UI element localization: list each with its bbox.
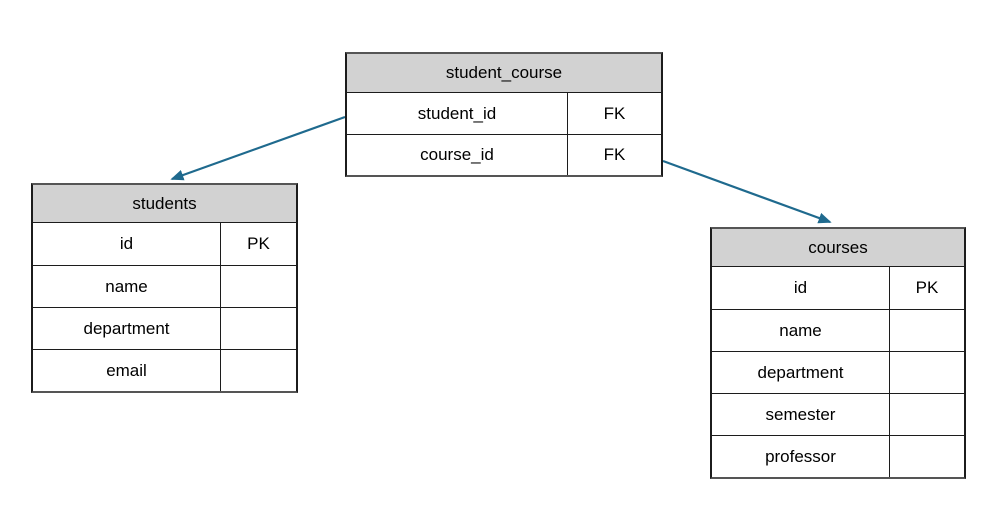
field-name-cell: email <box>33 350 221 391</box>
key-type-cell <box>221 350 296 391</box>
key-type-cell: FK <box>603 103 626 123</box>
field-name-cell: semester <box>712 394 890 435</box>
table-students: students id PK name department email <box>31 183 298 393</box>
table-title: students <box>33 185 296 223</box>
table-row: department <box>33 307 296 349</box>
table-row: student_id FK <box>347 93 661 134</box>
key-type-cell: PK <box>915 278 939 297</box>
table-student-course: student_course student_id FK course_id F… <box>345 52 663 177</box>
table-row: email <box>33 349 296 391</box>
key-type-cell <box>890 310 964 351</box>
key-type-cell: PK <box>247 234 270 253</box>
field-name-cell: student_id <box>347 93 568 134</box>
table-title: student_course <box>347 54 661 93</box>
table-row: id PK <box>712 267 964 309</box>
field-name-cell: id <box>33 223 221 265</box>
relation-arrow-studentcourse-to-students <box>170 115 346 181</box>
table-title: courses <box>712 229 964 267</box>
field-name-cell: professor <box>712 436 890 477</box>
field-name-cell: name <box>712 310 890 351</box>
table-row: semester <box>712 393 964 435</box>
table-row: name <box>712 309 964 351</box>
key-type-cell: FK <box>603 145 626 164</box>
field-name-cell: id <box>712 267 890 309</box>
key-type-cell <box>890 352 964 393</box>
field-name-cell: course_id <box>347 135 568 175</box>
key-type-cell <box>221 266 296 307</box>
key-type-cell <box>890 394 964 435</box>
table-row: id PK <box>33 223 296 265</box>
field-name-cell: name <box>33 266 221 307</box>
field-name-cell: department <box>33 308 221 349</box>
table-row: name <box>33 265 296 307</box>
key-type-cell <box>221 308 296 349</box>
table-courses: courses id PK name department semester p… <box>710 227 966 479</box>
field-name-cell: department <box>712 352 890 393</box>
table-row: professor <box>712 435 964 477</box>
key-type-cell <box>890 436 964 477</box>
table-row: department <box>712 351 964 393</box>
relation-arrow-studentcourse-to-courses <box>662 159 832 224</box>
table-row: course_id FK <box>347 134 661 175</box>
